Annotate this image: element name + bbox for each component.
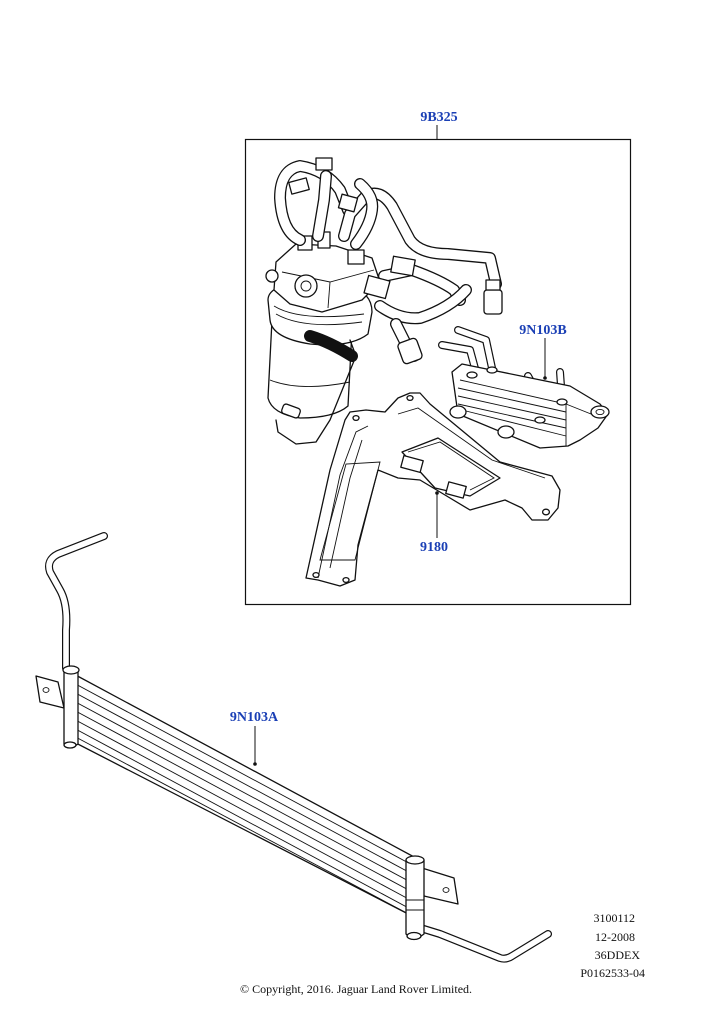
fuel-filter-9b325[interactable] (265, 157, 503, 445)
fuel-cooler-9n103b[interactable] (438, 326, 610, 449)
callout-9180[interactable]: 9180 (420, 540, 448, 555)
copyright: © Copyright, 2016. Jaguar Land Rover Lim… (240, 982, 472, 996)
leader-dot-9n103a (253, 762, 257, 766)
callout-9n103b[interactable]: 9N103B (519, 323, 566, 338)
leader-dot-9180 (435, 491, 439, 495)
reference-engine: 36DDEX (595, 948, 641, 962)
callout-9b325[interactable]: 9B325 (420, 110, 457, 125)
leader-dot-9n103b (543, 376, 547, 380)
bracket-9180[interactable] (305, 392, 561, 587)
callout-9n103a[interactable]: 9N103A (230, 710, 279, 725)
reference-code: 3100112 (593, 911, 635, 925)
assembly-frame (244, 138, 632, 606)
reference-date: 12-2008 (595, 930, 635, 944)
fuel-cooler-9n103a[interactable] (35, 532, 552, 963)
reference-illustration: P0162533-04 (580, 966, 645, 980)
